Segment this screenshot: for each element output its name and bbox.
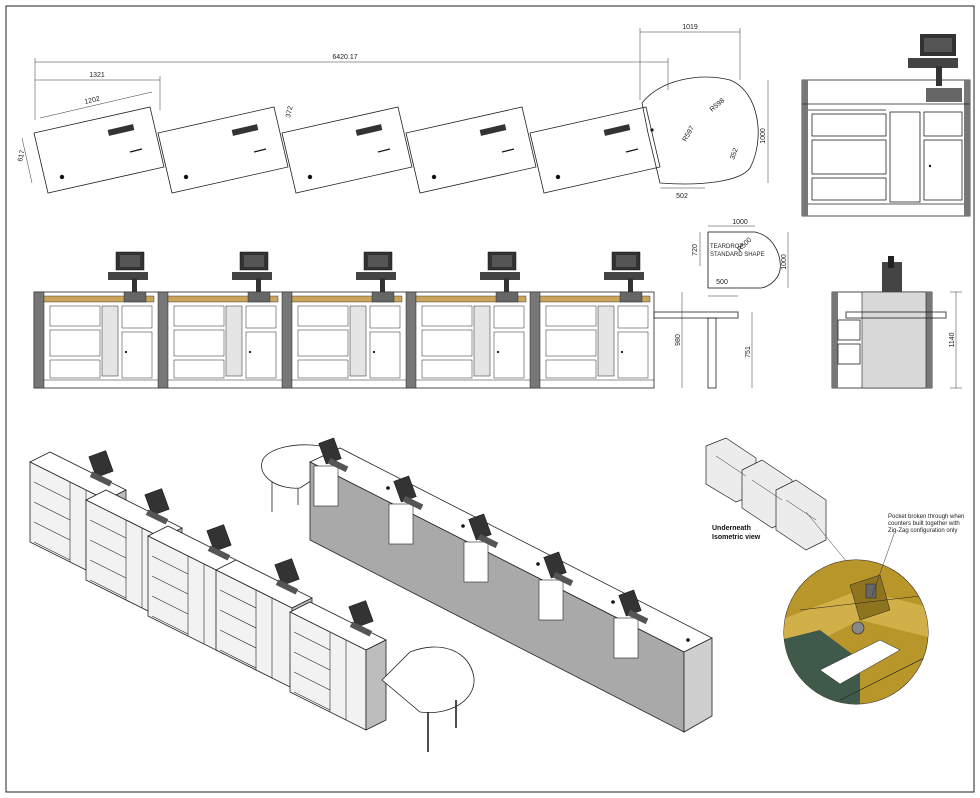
teardrop-detail: 1000 1000 720 500 R500 TEARDROP STANDARD…: [692, 219, 789, 297]
straight-unit-station: [538, 551, 615, 621]
elevation-unit: [33, 251, 158, 389]
dim-teardrop-width: 1019: [682, 24, 698, 31]
underneath-label-1: Underneath: [712, 525, 751, 532]
underneath-label-2: Isometric view: [712, 534, 761, 541]
dim-unit-diagonal: 1202: [84, 96, 101, 106]
dim-teardrop-radius-small: R597: [682, 125, 696, 143]
isometric-zigzag-layout: [29, 450, 475, 752]
dim-table-height: 751: [745, 346, 752, 358]
dim-inner-depth: 372: [285, 105, 294, 118]
straight-unit-station: [388, 475, 465, 545]
dim-first-span: 1321: [89, 72, 105, 79]
isometric-straight-layout: [261, 437, 713, 733]
dim-teardrop-radius: R598: [709, 97, 726, 113]
underneath-isometric-view: Underneath Isometric view: [705, 437, 861, 579]
straight-unit-station: [313, 437, 390, 507]
dim-unit-depth: 617: [17, 149, 26, 162]
pocket-detail: Pocket broken through when counters buil…: [783, 514, 964, 705]
teardrop-label-1: TEARDROP: [710, 244, 743, 250]
top-plan-view: 6420.17 1321 1202 617 372: [17, 24, 769, 200]
zigzag-teardrop-table: [381, 646, 475, 752]
zigzag-unit: [289, 600, 387, 731]
dim-detail-left-height: 720: [692, 244, 699, 256]
front-elevation: 980 751: [33, 251, 753, 389]
elevation-unit: [157, 251, 282, 389]
dim-teardrop-bottom: 502: [676, 193, 688, 200]
dim-counter-height: 980: [675, 334, 682, 346]
dim-teardrop-depth: 1000: [760, 128, 767, 144]
plan-teardrop-table: 1019 1000 R598 R597 352 502: [639, 24, 769, 200]
elevation-unit: [405, 251, 530, 389]
dim-detail-bottom: 500: [716, 279, 728, 286]
plan-unit-5: [529, 106, 661, 194]
dim-overall-length: 6420.17: [332, 54, 357, 61]
pocket-note-3: Zig-Zag configuration only: [888, 528, 957, 534]
elevation-unit: [529, 251, 654, 389]
dim-teardrop-inner: 352: [729, 147, 740, 160]
plan-unit-1: [33, 106, 165, 194]
dim-total-height: 1140: [949, 332, 956, 347]
elevation-unit: [281, 251, 406, 389]
pocket-note-2: counters built together with: [888, 521, 960, 527]
pocket-note-1: Pocket broken through when: [888, 514, 964, 520]
dim-detail-height: 1000: [781, 254, 788, 270]
plan-unit-4: [405, 106, 537, 194]
dim-detail-width: 1000: [732, 219, 748, 226]
sheet-border: [5, 5, 975, 793]
side-elevation: 1140: [831, 256, 962, 389]
teardrop-label-2: STANDARD SHAPE: [710, 252, 765, 258]
straight-unit-station: [613, 589, 690, 659]
plan-unit-2: 372: [157, 105, 295, 194]
plan-unit-3: [281, 106, 413, 194]
single-unit-front-view: [801, 34, 971, 217]
straight-counter-end: [683, 637, 713, 733]
straight-unit-station: [463, 513, 540, 583]
